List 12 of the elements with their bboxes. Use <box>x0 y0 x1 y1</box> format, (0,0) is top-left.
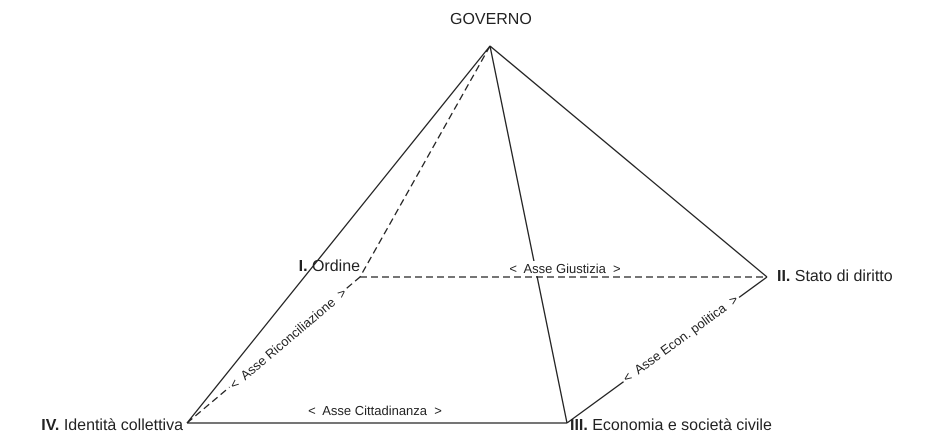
edge-line <box>490 46 768 278</box>
dashed-line <box>359 46 491 278</box>
edge-line <box>489 46 568 424</box>
vertex-label: II. Stato di diritto <box>767 267 893 287</box>
edge-line <box>186 46 490 424</box>
vertex-label: GOVERNO <box>450 10 530 46</box>
edge-line <box>187 422 567 424</box>
vertex-label: III. Economia e società civile <box>567 416 772 436</box>
edge-label: < Asse Giustizia > <box>507 260 623 276</box>
edge-label: < Asse Cittadinanza > <box>306 402 444 418</box>
vertex-label: I. Ordine <box>298 257 360 277</box>
vertex-label: IV. Identità collettiva <box>41 416 187 436</box>
